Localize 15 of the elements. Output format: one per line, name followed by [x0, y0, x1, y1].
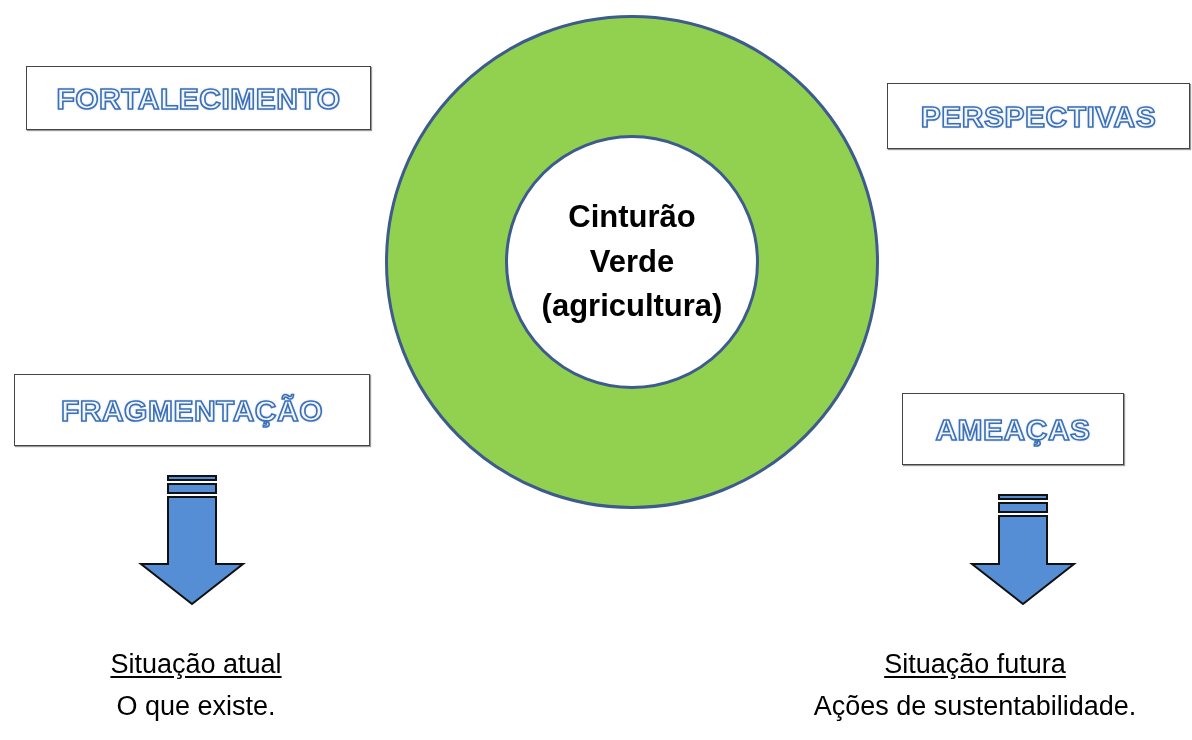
label-title: FRAGMENTAÇÃO: [60, 392, 324, 429]
label-box: [14, 374, 370, 446]
center-text: Cinturão Verde (agricultura): [540, 197, 724, 326]
label-title: AMEAÇAS: [935, 411, 1091, 448]
outcome-description: O que existe.: [116, 690, 276, 722]
label-title: PERSPECTIVAS: [920, 98, 1157, 135]
block-arrow: [969, 494, 1077, 606]
outcome-description: Ações de sustentabilidade.: [813, 690, 1137, 722]
label-box: [887, 83, 1190, 149]
block-arrow: [138, 475, 246, 606]
outcome-heading: Situação atual: [110, 648, 282, 680]
label-box: [902, 393, 1124, 465]
label-box: [26, 66, 371, 130]
label-title: FORTALECIMENTO: [56, 80, 341, 117]
outcome-heading: Situação futura: [884, 648, 1066, 680]
